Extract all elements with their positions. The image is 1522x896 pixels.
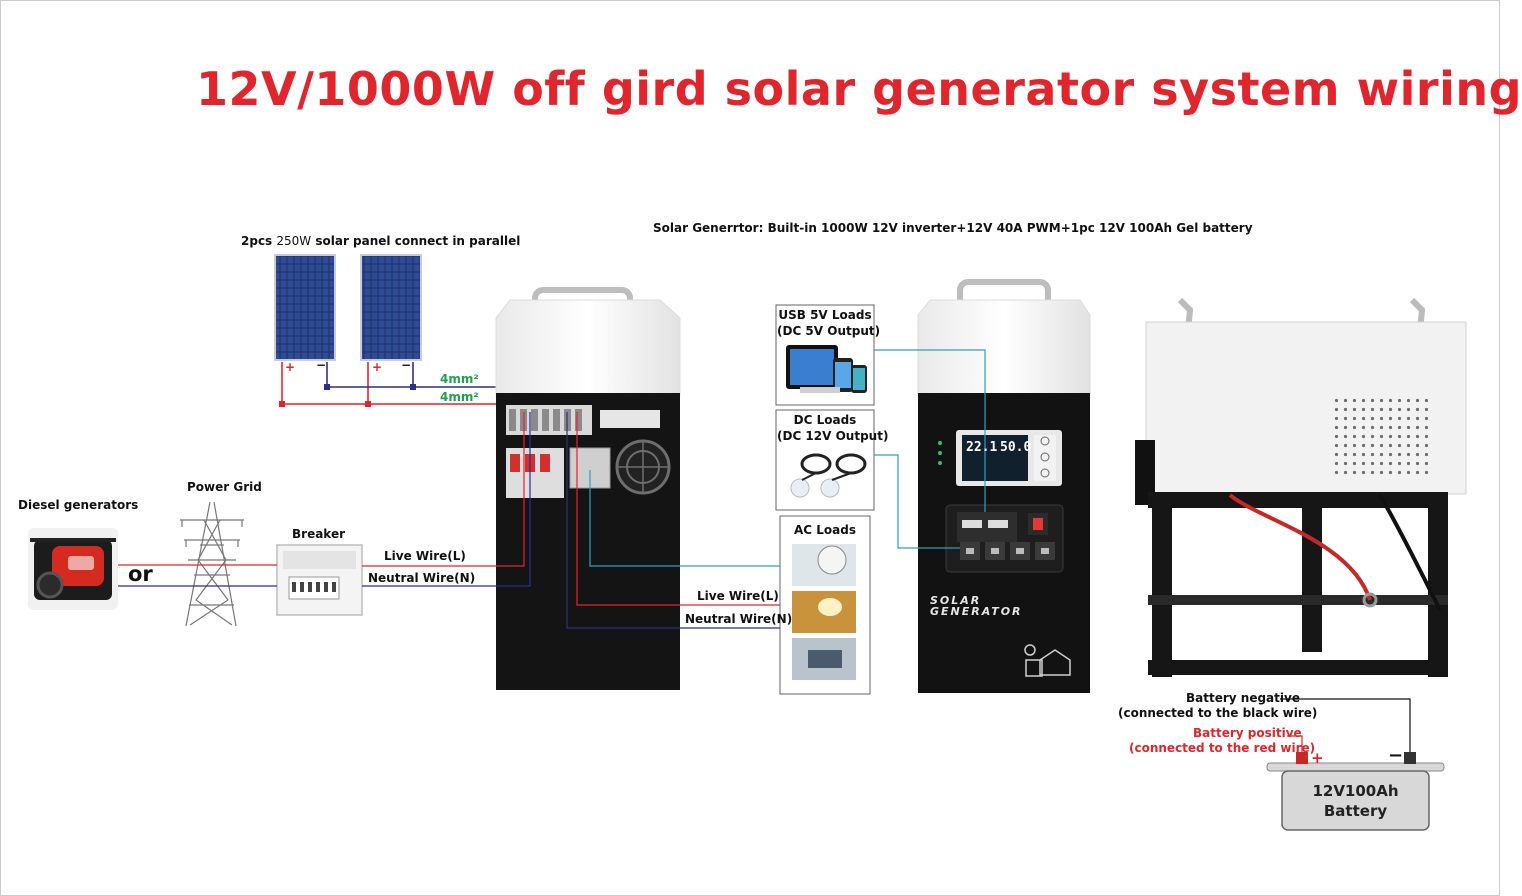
battery-positive-note: (connected to the red wire) [1129,741,1316,755]
battery-plus-sign: + [1311,749,1324,767]
battery-negative-note: (connected to the black wire) [1118,706,1318,720]
usb-loads-box [775,304,875,406]
or-label: or [128,562,153,586]
solar-generator-side-unit [1135,297,1467,677]
solar-panel-2 [360,254,422,361]
battery-graphic [1266,698,1445,831]
battery-negative-label: Battery negative [1186,691,1300,705]
breaker-box-image [276,544,363,616]
panel2-plus: + [372,360,383,374]
brand-line-2: GENERATOR [930,605,1023,618]
battery-positive-label: Battery positive [1193,726,1302,740]
grid-live-wire [118,412,525,567]
page-title: 12V/1000W off gird solar generator syste… [196,62,1522,116]
signal-wires [589,349,986,567]
solar-panel-label: 2pcs 250W solar panel connect in paralle… [241,234,520,248]
grid-neutral-wire-label: Neutral Wire(N) [368,571,476,585]
panel2-minus: − [401,358,412,372]
wire-size-label-2: 4mm² [440,390,479,404]
ac-neutral-wire-label: Neutral Wire(N) [685,612,793,626]
brand-line-1: SOLAR [930,594,982,607]
wire-size-label-1: 4mm² [440,372,479,386]
display-readout-left: 22.1 [966,440,998,455]
dc-loads-title: DC Loads [793,413,857,427]
diesel-generators-label: Diesel generators [18,498,139,512]
solar-panel-1 [274,254,336,361]
inverter-unit-rear [495,287,681,690]
display-readout-right: 50.0 [1000,440,1032,455]
grid-neutral-wire [118,412,531,587]
dc-loads-box [775,409,875,511]
ac-neutral-wire [566,412,780,629]
panel1-plus: + [285,360,296,374]
solar-generator-note: Solar Generrtor: Built-in 1000W 12V inve… [653,221,1253,235]
battery-name-line-2: Battery [1323,802,1388,820]
solar-panel-count: 2pcs [241,234,273,248]
ac-live-wire-label: Live Wire(L) [697,589,779,603]
usb-loads-title: USB 5V Loads [778,308,872,322]
solar-panel-note: solar panel connect in parallel [315,234,521,248]
ac-loads-box [779,515,871,695]
usb-loads-subtitle: (DC 5V Output) [777,324,881,338]
dc-loads-subtitle: (DC 12V Output) [777,429,889,443]
ac-loads-title: AC Loads [794,523,856,537]
solar-generator-front-unit [917,279,1091,693]
breaker-label: Breaker [292,527,346,541]
battery-minus-sign: − [1388,745,1404,766]
power-grid-label: Power Grid [187,480,262,494]
grid-live-wire-label: Live Wire(L) [384,549,466,563]
battery-name-line-1: 12V100Ah [1312,782,1399,800]
ac-live-wire [576,412,780,606]
solar-panel-watt: 250W [276,234,312,248]
panel1-minus: − [316,358,327,372]
diesel-generator-image [28,528,118,610]
power-tower-image [180,501,244,627]
